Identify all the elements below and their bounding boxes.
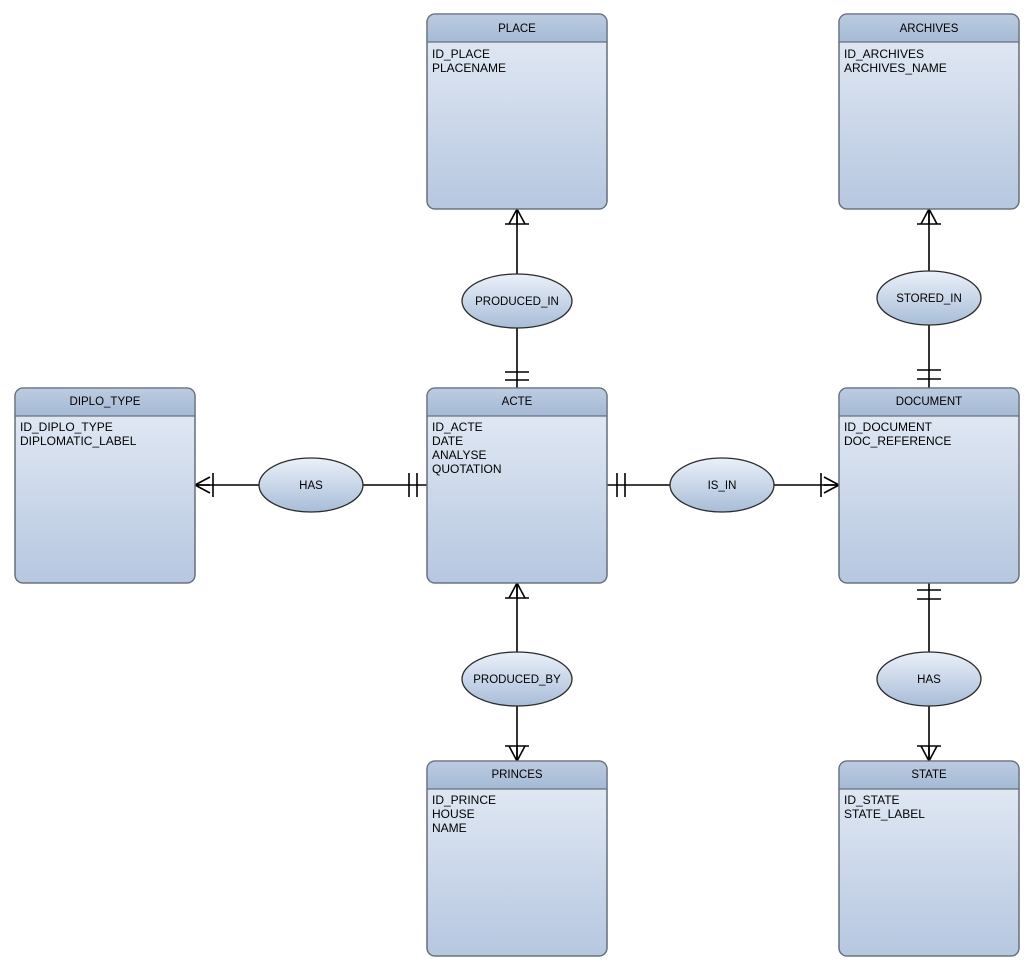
entity-title-acte: ACTE [502, 396, 533, 408]
entity-attr-acte-1: DATE [432, 434, 463, 448]
entity-attr-archives-0: ID_ARCHIVES [844, 47, 924, 61]
entity-attr-princes-2: NAME [432, 821, 467, 835]
entity-archives[interactable]: ARCHIVES ID_ARCHIVES ARCHIVES_NAME [838, 13, 1020, 210]
relationship-produced-in[interactable]: PRODUCED_IN [461, 273, 573, 329]
relationship-label-stored-in: STORED_IN [896, 293, 962, 305]
entity-attr-state-1: STATE_LABEL [844, 807, 925, 821]
entity-state[interactable]: STATE ID_STATE STATE_LABEL [838, 760, 1020, 957]
relationship-label-is-in: IS_IN [708, 480, 737, 492]
entity-diplo-type[interactable]: DIPLO_TYPE ID_DIPLO_TYPE DIPLOMATIC_LABE… [14, 387, 196, 584]
entity-attr-diplo-type-1: DIPLOMATIC_LABEL [20, 434, 137, 448]
crowfoot-place [508, 208, 526, 225]
relationship-is-in[interactable]: IS_IN [669, 457, 775, 513]
entity-attr-diplo-type-0: ID_DIPLO_TYPE [20, 420, 113, 434]
entity-place[interactable]: PLACE ID_PLACE PLACENAME [426, 13, 608, 210]
entity-attr-acte-0: ID_ACTE [432, 420, 483, 434]
entity-title-document: DOCUMENT [896, 396, 962, 408]
relationship-label-produced-in: PRODUCED_IN [475, 296, 559, 308]
entity-title-archives: ARCHIVES [900, 23, 959, 35]
relationship-label-has-diplo-type: HAS [299, 480, 323, 492]
entity-attr-place-0: ID_PLACE [432, 47, 490, 61]
entity-attr-princes-1: HOUSE [432, 807, 475, 821]
entity-attr-princes-0: ID_PRINCE [432, 793, 496, 807]
entity-princes[interactable]: PRINCES ID_PRINCE HOUSE NAME [426, 760, 608, 957]
entity-attr-archives-1: ARCHIVES_NAME [844, 61, 947, 75]
crowfoot-document [823, 476, 840, 494]
connector-document-has-state [917, 583, 941, 762]
connector-acte-producedin-place [505, 208, 529, 388]
entity-attr-document-1: DOC_REFERENCE [844, 434, 951, 448]
entity-attr-acte-3: QUOTATION [432, 462, 502, 476]
crowfoot-princes [508, 745, 526, 762]
entity-attr-document-0: ID_DOCUMENT [844, 420, 933, 434]
crowfoot-state [920, 745, 938, 762]
relationship-produced-by[interactable]: PRODUCED_BY [461, 651, 573, 707]
crowfoot-archives [920, 208, 938, 225]
entity-acte[interactable]: ACTE ID_ACTE DATE ANALYSE QUOTATION [426, 387, 608, 584]
relationship-label-produced-by: PRODUCED_BY [473, 674, 561, 686]
connector-acte-producedby-princes [505, 582, 529, 762]
crowfoot-diplotype [194, 476, 211, 494]
connector-acte-has-diplotype [194, 473, 427, 497]
relationship-has-diplo-type[interactable]: HAS [258, 457, 364, 513]
connector-document-storedin-archives [917, 208, 941, 388]
entity-title-princes: PRINCES [491, 769, 542, 781]
entity-attr-acte-2: ANALYSE [432, 448, 486, 462]
entity-attr-state-0: ID_STATE [844, 793, 900, 807]
relationship-stored-in[interactable]: STORED_IN [876, 270, 982, 326]
connector-acte-isin-document [607, 473, 840, 497]
entity-attr-place-1: PLACENAME [432, 61, 506, 75]
entity-title-place: PLACE [498, 23, 536, 35]
entity-title-state: STATE [911, 769, 947, 781]
entity-title-diplo-type: DIPLO_TYPE [70, 396, 141, 408]
relationship-label-has-state: HAS [917, 674, 941, 686]
crowfoot-acte-bottom [508, 582, 526, 599]
entity-document[interactable]: DOCUMENT ID_DOCUMENT DOC_REFERENCE [838, 387, 1020, 584]
relationship-has-state[interactable]: HAS [876, 651, 982, 707]
